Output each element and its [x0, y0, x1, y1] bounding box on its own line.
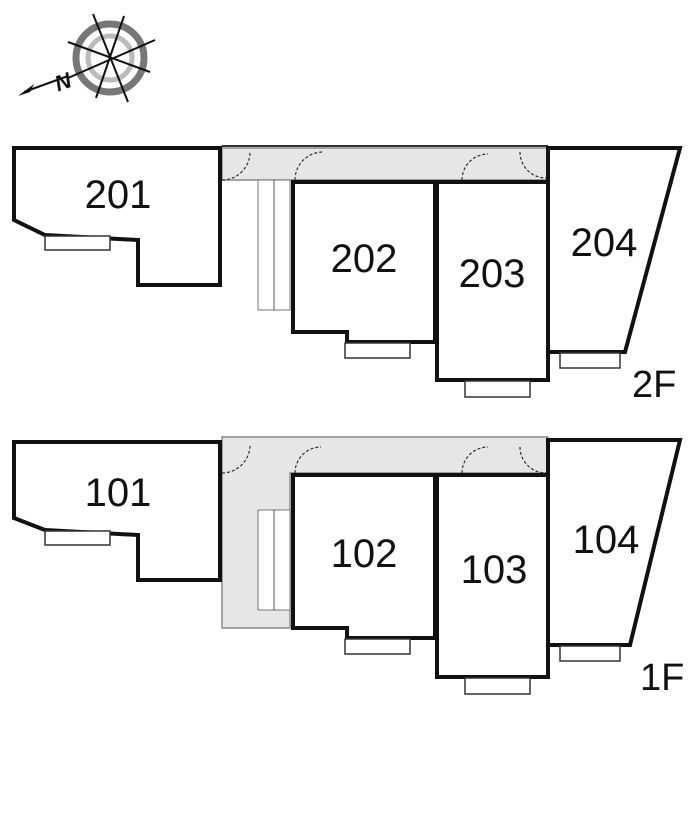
- unit-103[interactable]: [435, 473, 550, 679]
- unit-203[interactable]: [435, 180, 550, 382]
- unit-label: 101: [85, 471, 152, 515]
- unit-label: 202: [331, 237, 398, 281]
- compass-icon: N: [18, 13, 156, 103]
- floor-label: 1F: [640, 657, 684, 699]
- unit-label: 103: [461, 548, 528, 592]
- unit-101[interactable]: [12, 440, 222, 582]
- unit-104[interactable]: [546, 438, 683, 647]
- staircase: [257, 509, 291, 611]
- unit-label: 104: [573, 518, 640, 562]
- unit-204[interactable]: [546, 146, 683, 354]
- north-label: N: [51, 67, 76, 96]
- floor-2f: 201 202 203 204 2F: [12, 145, 683, 406]
- unit-label: 102: [331, 532, 398, 576]
- floor-label: 2F: [632, 364, 676, 406]
- corridor: [221, 147, 549, 181]
- floor-1f: 101 102 103 104 1F: [12, 436, 684, 699]
- unit-label: 204: [571, 221, 638, 265]
- staircase: [257, 179, 291, 311]
- unit-201[interactable]: [12, 146, 222, 287]
- unit-label: 203: [459, 252, 526, 296]
- unit-label: 201: [85, 173, 152, 217]
